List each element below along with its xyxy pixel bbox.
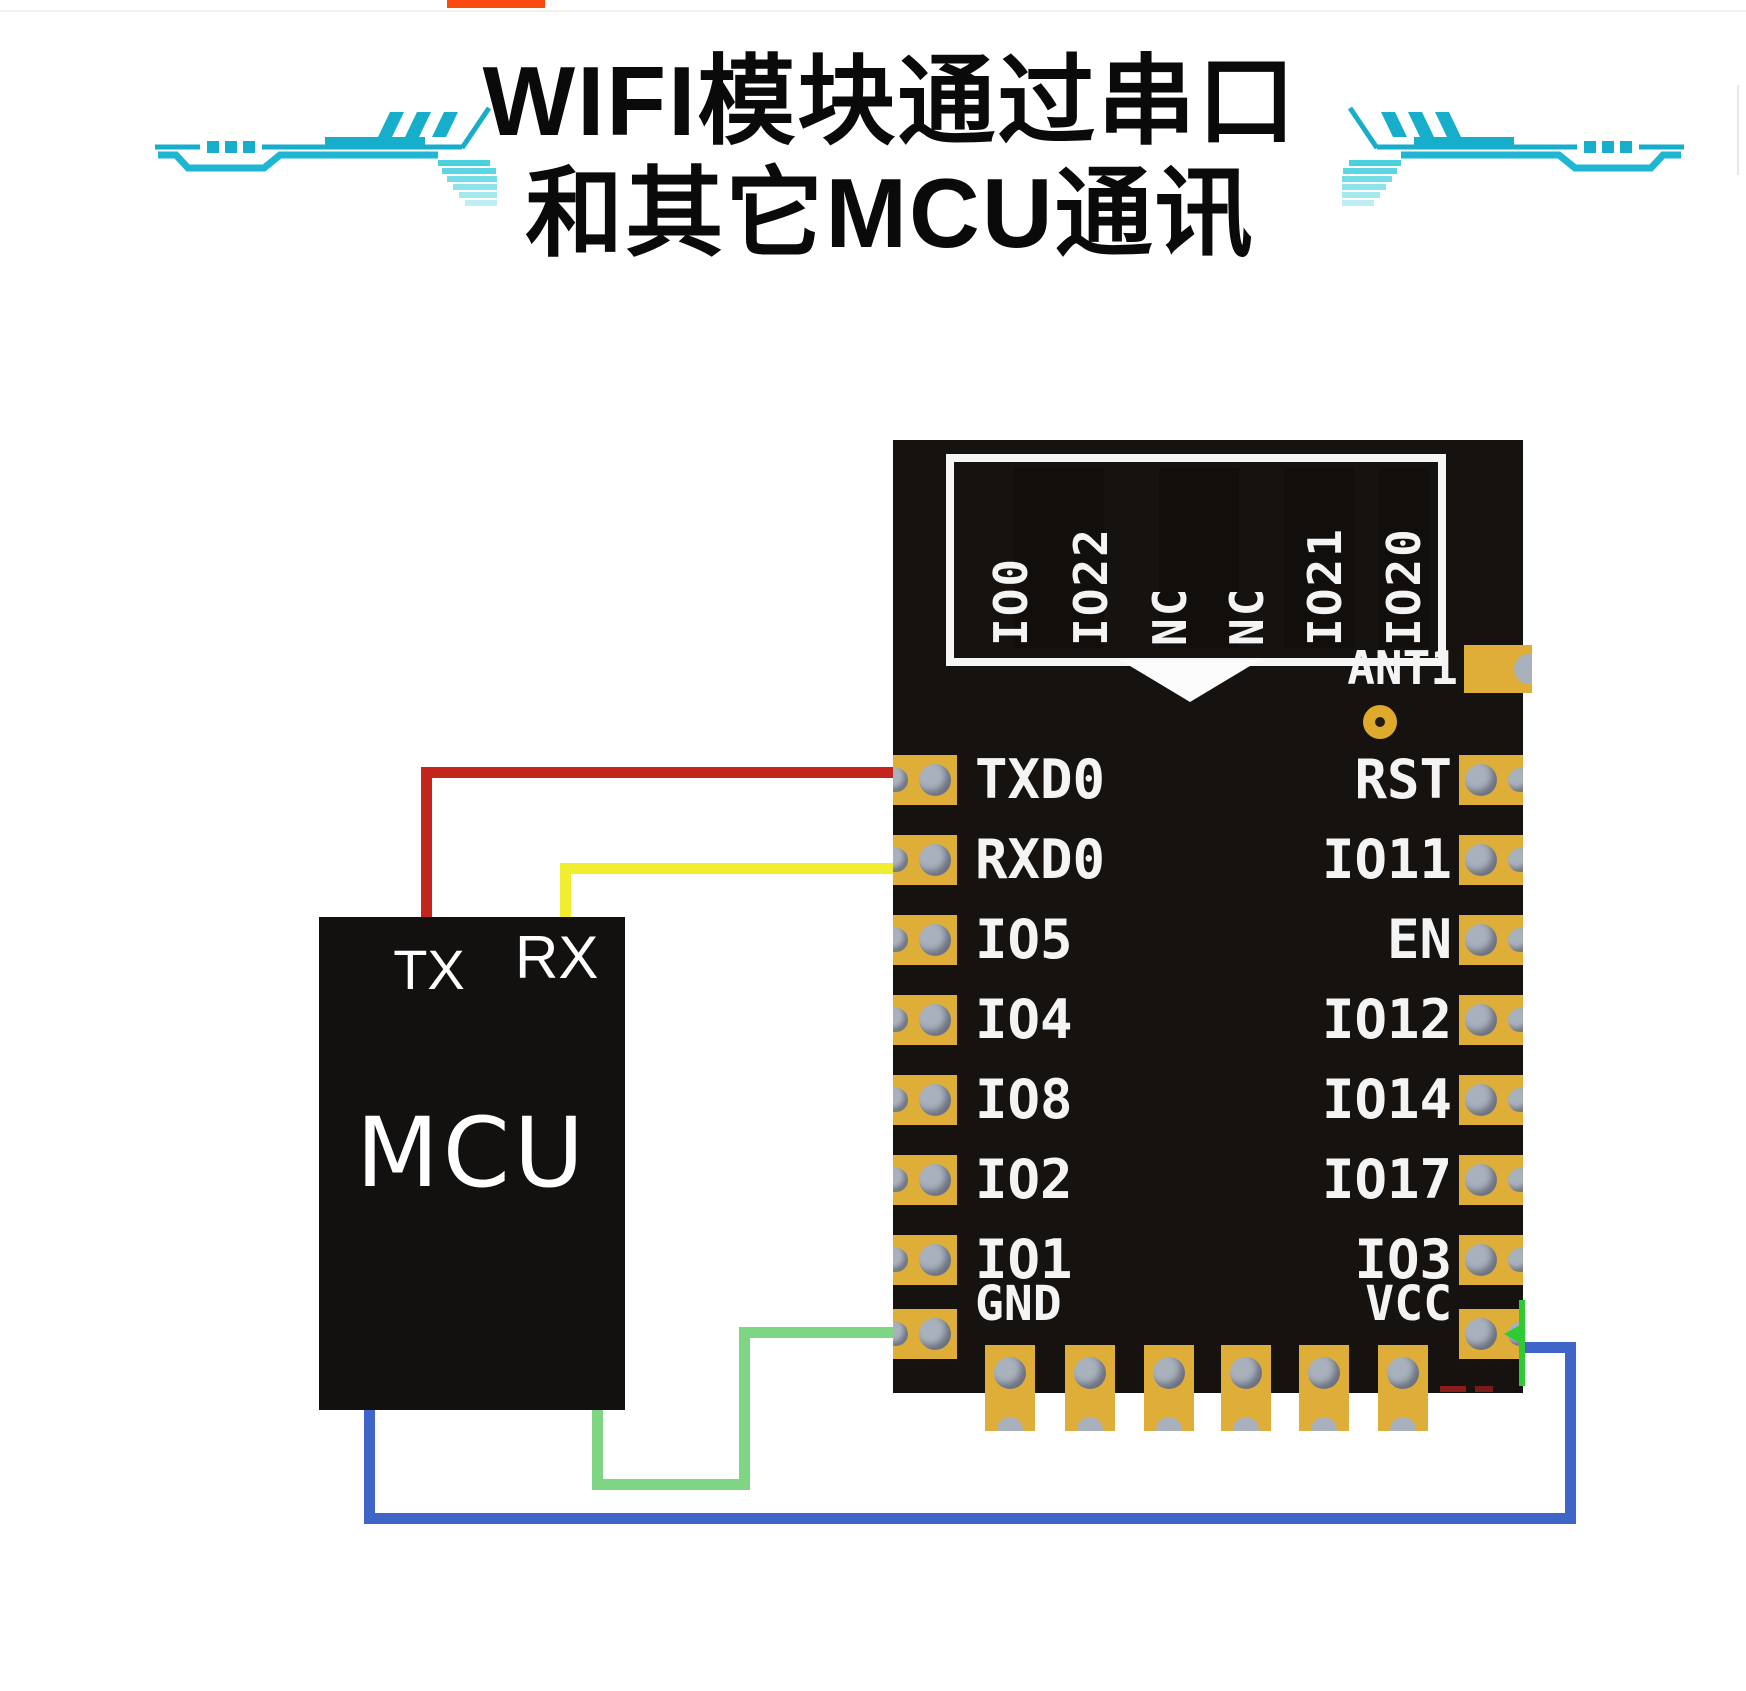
pin-label-io2: IO2 xyxy=(975,1148,1073,1211)
pcb-stripe xyxy=(1014,468,1104,648)
pin-label-ant1: ANT1 xyxy=(1347,641,1458,695)
pin-label-rst: RST xyxy=(1354,748,1452,811)
vcc-edge-marker xyxy=(1519,1300,1525,1386)
tech-ornament-right-icon xyxy=(1342,106,1684,206)
antenna-direction-icon xyxy=(1120,660,1260,702)
wire-rx-yellow-horizontal xyxy=(560,863,897,874)
bottom-pad-1 xyxy=(985,1345,1035,1431)
page-title-line1: WIFI模块通过串口 xyxy=(482,46,1298,156)
pcb-stripe xyxy=(1284,468,1354,648)
top-accent-bar xyxy=(447,0,545,8)
pin-label-rxd0: RXD0 xyxy=(975,828,1106,891)
pin-label-io1: IO1 xyxy=(975,1228,1073,1291)
mcu-pin-rx: RX xyxy=(515,924,599,991)
pin-label-io8: IO8 xyxy=(975,1068,1073,1131)
pad-rxd0 xyxy=(893,835,957,885)
wire-gnd-green-vertical-2 xyxy=(739,1327,750,1490)
mcu-pin-tx: TX xyxy=(393,938,465,1001)
mcu-chip: TX RX MCU xyxy=(319,917,625,1410)
pin-label-io5: IO5 xyxy=(975,908,1073,971)
wire-vcc-blue-horizontal-bottom xyxy=(364,1513,1576,1524)
pin-label-txd0: TXD0 xyxy=(975,748,1106,811)
pcb-stripe xyxy=(1159,468,1239,648)
wire-vcc-blue-vertical-right xyxy=(1565,1342,1576,1524)
wire-tx-red-vertical xyxy=(421,772,432,918)
page-title-line2: 和其它MCU通讯 xyxy=(525,158,1255,268)
tech-ornament-left-icon xyxy=(155,106,497,206)
pad-io4 xyxy=(893,995,957,1045)
pad-txd0 xyxy=(893,755,957,805)
pad-io14 xyxy=(1459,1075,1523,1125)
pin-label-io12: IO12 xyxy=(1321,988,1452,1051)
pin-label-io17: IO17 xyxy=(1321,1148,1452,1211)
mcu-label: MCU xyxy=(355,1097,589,1209)
pad-io2 xyxy=(893,1155,957,1205)
pad-io3 xyxy=(1459,1235,1523,1285)
wire-gnd-green-horizontal-low xyxy=(592,1479,750,1490)
silkscreen-mark xyxy=(1475,1386,1493,1392)
wire-vcc-blue-vertical-left xyxy=(364,1409,375,1524)
pin-label-io11: IO11 xyxy=(1321,828,1452,891)
wire-gnd-green-horizontal-high xyxy=(739,1327,897,1338)
pin-label-gnd: GND xyxy=(975,1276,1062,1332)
pin-label-en: EN xyxy=(1386,908,1452,971)
pad-io8 xyxy=(893,1075,957,1125)
silkscreen-mark xyxy=(1440,1386,1466,1392)
bottom-pad-3 xyxy=(1144,1345,1194,1431)
pin-label-io14: IO14 xyxy=(1321,1068,1452,1131)
pad-io12 xyxy=(1459,995,1523,1045)
pin-label-vcc: VCC xyxy=(1365,1276,1452,1332)
wire-tx-red-horizontal xyxy=(421,767,897,778)
right-edge-line xyxy=(1737,85,1739,175)
pad-gnd xyxy=(893,1309,957,1359)
pad-io11 xyxy=(1459,835,1523,885)
pad-rst xyxy=(1459,755,1523,805)
bottom-pad-2 xyxy=(1065,1345,1115,1431)
bottom-pad-6 xyxy=(1378,1345,1428,1431)
via-hole-icon xyxy=(1363,705,1397,739)
top-divider-line xyxy=(0,10,1746,12)
wifi-module: IO0 IO22 NC NC IO21 IO20 ANT1 TXD0 RXD0 … xyxy=(893,440,1532,1431)
wire-vcc-blue-stub xyxy=(1524,1342,1569,1353)
pad-io5 xyxy=(893,915,957,965)
pin-label-io3: IO3 xyxy=(1354,1228,1452,1291)
wire-rx-yellow-vertical xyxy=(560,869,571,918)
pad-io1 xyxy=(893,1235,957,1285)
bottom-pad-4 xyxy=(1221,1345,1271,1431)
pad-en xyxy=(1459,915,1523,965)
pcb-stripe xyxy=(1379,468,1429,648)
pad-ant1 xyxy=(1464,645,1532,693)
vcc-arrow-icon xyxy=(1504,1325,1520,1343)
antenna-zone-outline xyxy=(946,454,1446,666)
pad-io17 xyxy=(1459,1155,1523,1205)
wire-gnd-green-vertical-1 xyxy=(592,1409,603,1490)
pin-label-io4: IO4 xyxy=(975,988,1073,1051)
bottom-pad-5 xyxy=(1299,1345,1349,1431)
